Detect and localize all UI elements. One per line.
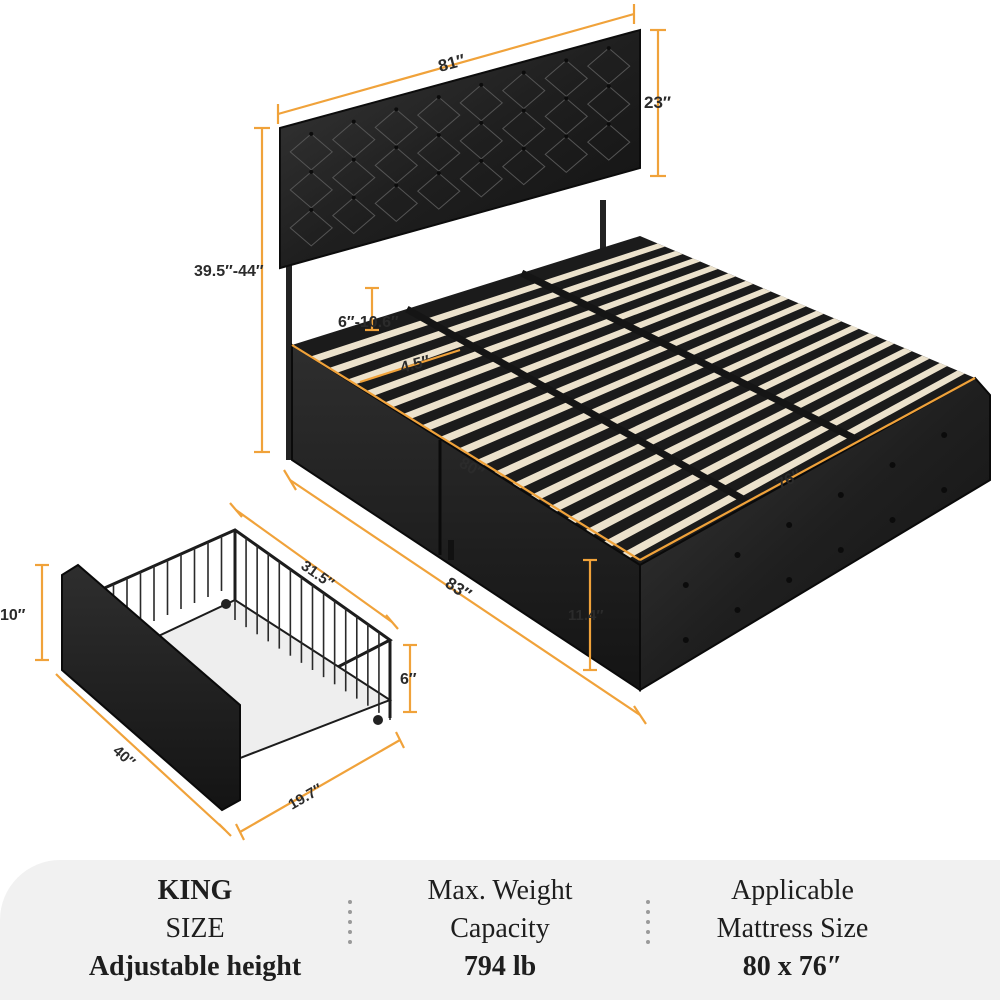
bed-frame (279, 28, 991, 692)
spec-weight-line3: 794 lb (463, 951, 537, 982)
spec-weight-line1: Max. Weight (427, 875, 573, 906)
separator-dots (348, 900, 352, 960)
spec-mattress-line1: Applicable (731, 875, 854, 906)
dim-drawer-depth: 19.7″ (286, 781, 326, 814)
dim-frame-height: 11.4″ (568, 607, 604, 624)
spec-weight: Max. Weight Capacity 794 lb (355, 872, 645, 986)
storage-drawer (61, 528, 393, 812)
spec-size-line1: KING (157, 875, 233, 906)
separator-dots (646, 900, 650, 960)
spec-mattress-line2: Mattress Size (716, 913, 869, 944)
headboard (279, 28, 641, 270)
spec-weight-line2: Capacity (450, 913, 550, 944)
dim-drawer-height: 10″ (0, 607, 26, 624)
slat-platform (292, 236, 975, 565)
spec-size-line3: Adjustable height (88, 951, 302, 982)
dim-overall-height: 39.5″-44″ (194, 263, 264, 280)
dim-headboard-adjust: 6″-10.6″ (338, 314, 399, 331)
spec-size-line2: SIZE (165, 913, 225, 944)
dimension-lines (35, 4, 976, 841)
dim-headboard-height: 23″ (644, 93, 671, 112)
spec-size: KING SIZE Adjustable height (40, 872, 350, 986)
dim-headboard-width: 81″ (436, 51, 467, 76)
dim-drawer-inner-height: 6″ (400, 671, 417, 688)
spec-footer: KING SIZE Adjustable height Max. Weight … (0, 860, 1000, 1000)
spec-mattress-line3: 80 x 76″ (742, 951, 843, 982)
spec-mattress: Applicable Mattress Size 80 x 76″ (650, 872, 935, 986)
